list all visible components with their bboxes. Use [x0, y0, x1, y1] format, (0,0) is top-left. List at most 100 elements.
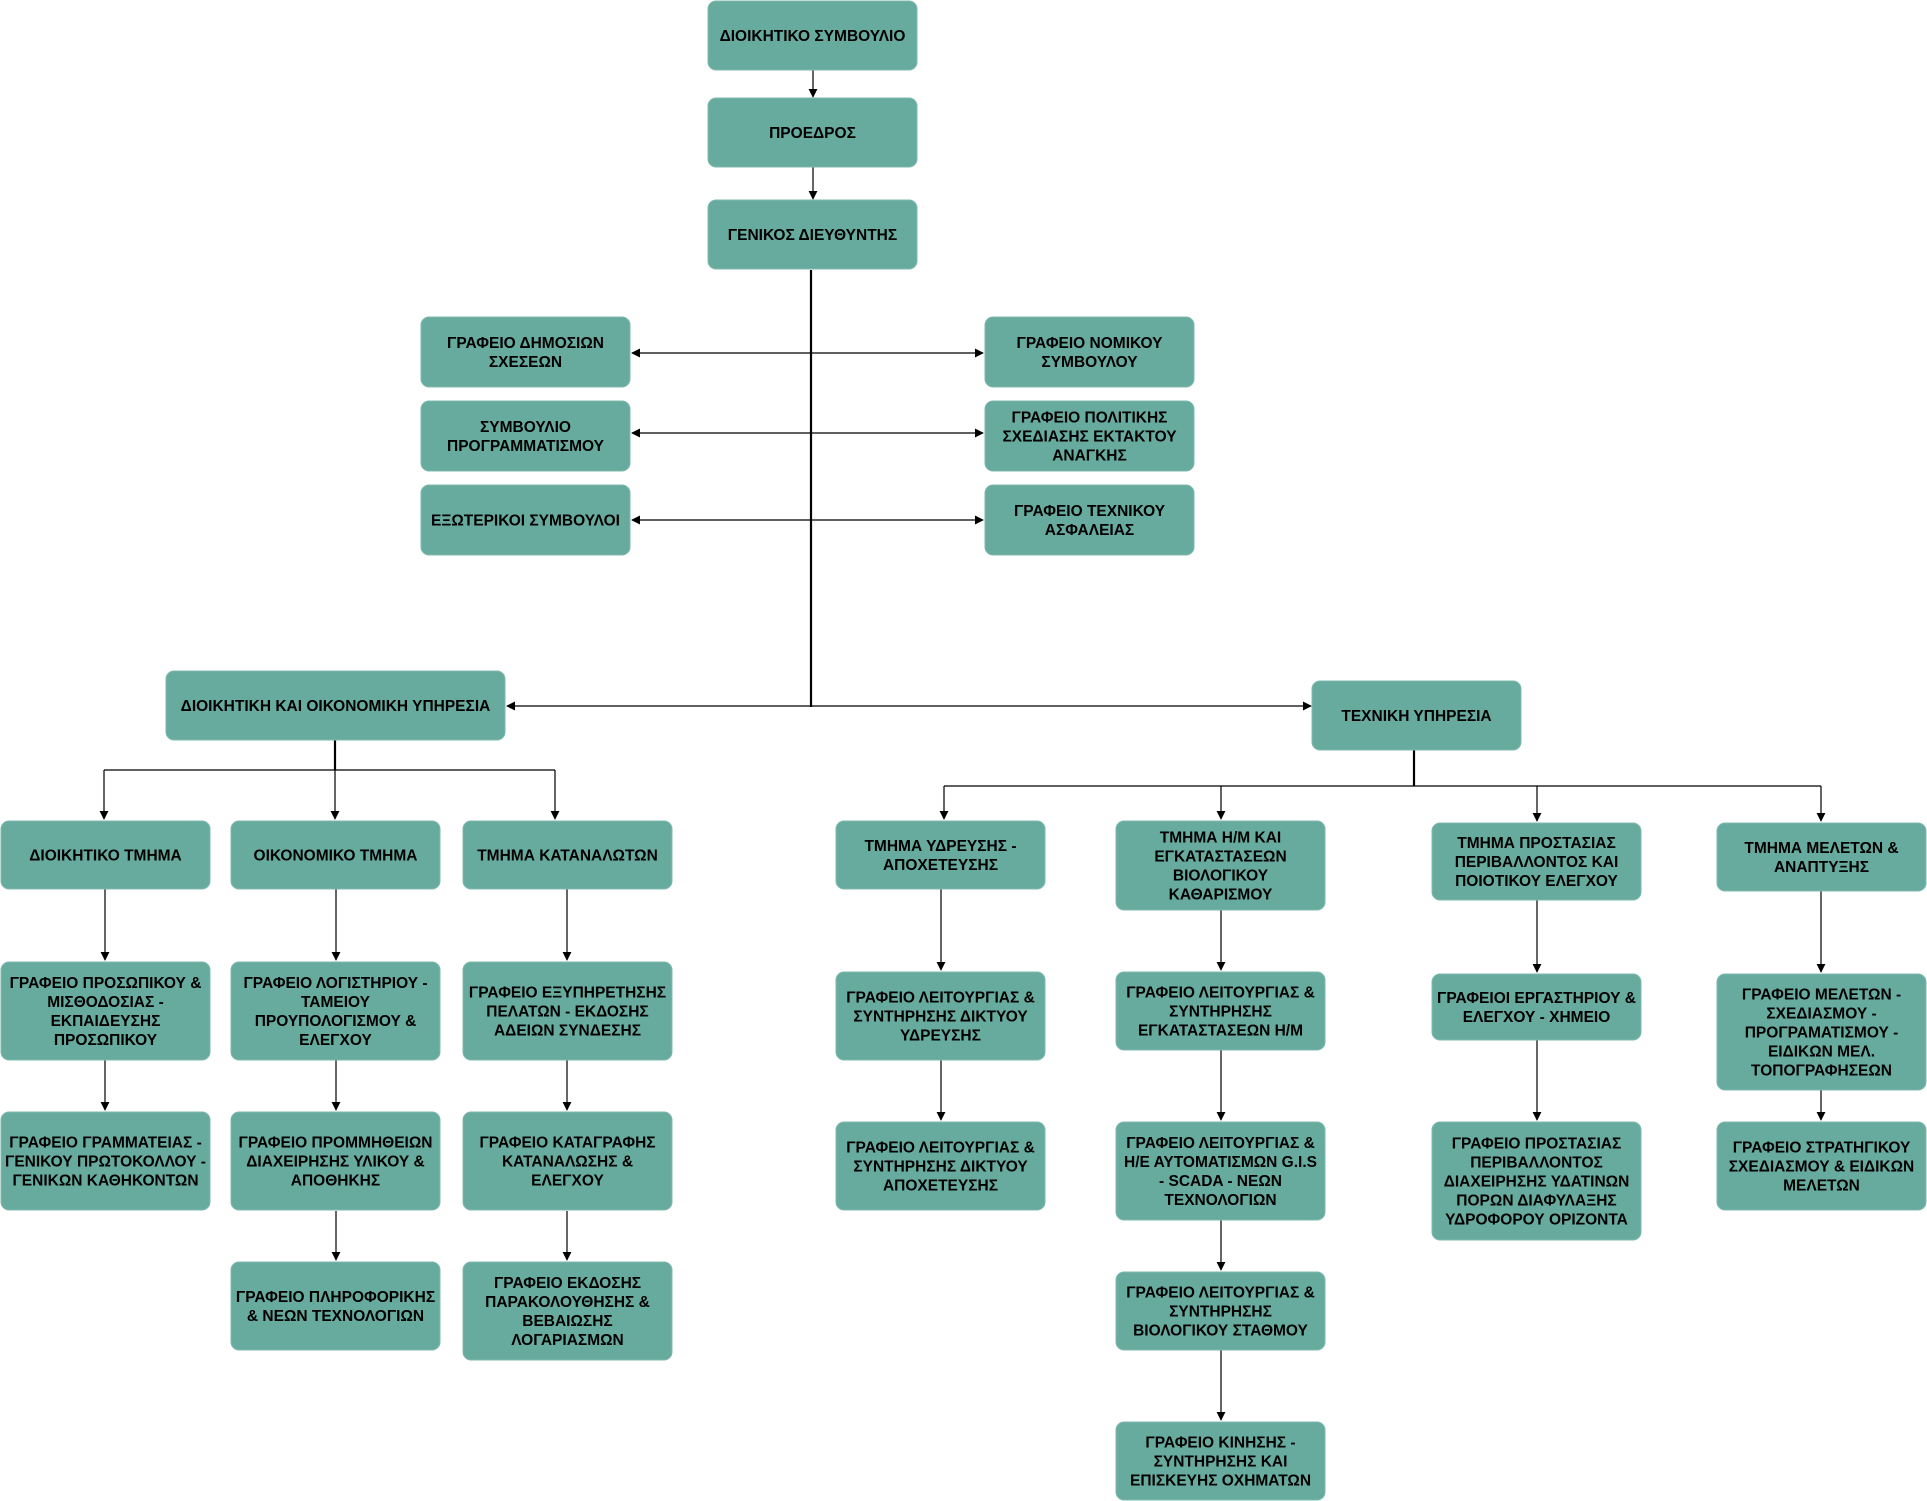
node-external-advisors: ΕΞΩΤΕΡΙΚΟΙ ΣΥΜΒΟΥΛΟΙ [420, 484, 631, 556]
node-admin-dept: ΔΙΟΙΚΗΤΙΚΟ ΤΜΗΜΑ [0, 820, 211, 890]
node-label-line: ΣΥΝΤΗΡΗΣΗΣ ΔΙΚΤΥΟΥ [853, 1159, 1028, 1176]
node-label-line: ΠΕΡΙΒΑΛΛΟΝΤΟΣ [1470, 1155, 1603, 1172]
node-label-line: ΛΟΓΑΡΙΑΣΜΩΝ [511, 1332, 623, 1349]
node-em-installations-office: ΓΡΑΦΕΙΟ ΛΕΙΤΟΥΡΓΙΑΣ &ΣΥΝΤΗΡΗΣΗΣΕΓΚΑΤΑΣΤΑ… [1115, 971, 1326, 1051]
node-secretariat-office: ΓΡΑΦΕΙΟ ΓΡΑΜΜΑΤΕΙΑΣ -ΓΕΝΙΚΟΥ ΠΡΩΤΟΚΟΛΛΟΥ… [0, 1111, 211, 1211]
node-label-line: ΓΕΝΙΚΟΥ ΠΡΩΤΟΚΟΛΛΟΥ - [5, 1154, 206, 1171]
node-em-plants-dept: ΤΜΗΜΑ Η/Μ ΚΑΙΕΓΚΑΤΑΣΤΑΣΕΩΝΒΙΟΛΟΓΙΚΟΥΚΑΘΑ… [1115, 820, 1326, 911]
node-label-line: ΠΡΟΕΔΡΟΣ [769, 125, 856, 142]
node-label-line: ΠΡΟΥΠΟΛΟΓΙΣΜΟΥ & [255, 1013, 417, 1030]
node-label-line: ΕΞΩΤΕΡΙΚΟΙ ΣΥΜΒΟΥΛΟΙ [431, 513, 620, 530]
node-label-line: ΑΣΦΑΛΕΙΑΣ [1045, 522, 1134, 539]
node-box [707, 0, 918, 71]
node-box [230, 1111, 441, 1211]
node-label-line: ΓΕΝΙΚΟΣ ΔΙΕΥΘΥΝΤΗΣ [728, 227, 897, 244]
node-box [0, 1111, 211, 1211]
node-label-line: ΤΜΗΜΑ ΜΕΛΕΤΩΝ & [1744, 840, 1898, 857]
node-vehicles-office: ΓΡΑΦΕΙΟ ΚΙΝΗΣΗΣ -ΣΥΝΤΗΡΗΣΗΣ ΚΑΙΕΠΙΣΚΕΥΗΣ… [1115, 1421, 1326, 1501]
node-box [984, 484, 1195, 556]
node-label-line: - SCADA - ΝΕΩΝ [1159, 1173, 1282, 1190]
node-box [462, 1261, 673, 1361]
node-box [1311, 680, 1522, 751]
node-label-line: ΓΡΑΦΕΙΟ ΛΟΓΙΣΤΗΡΙΟΥ - [243, 975, 427, 992]
node-box [1431, 1121, 1642, 1241]
node-box [1431, 822, 1642, 901]
node-board: ΔΙΟΙΚΗΤΙΚΟ ΣΥΜΒΟΥΛΙΟ [707, 0, 918, 71]
node-personnel-office: ΓΡΑΦΕΙΟ ΠΡΟΣΩΠΙΚΟΥ & ΜΙΣΘΟΔΟΣΙΑΣ - ΕΚΠΑΙΔΕ… [0, 961, 211, 1061]
node-box [707, 97, 918, 168]
node-box [835, 971, 1046, 1061]
node-label-line: ΓΡΑΦΕΙΟ ΠΡΟΣΩΠΙΚΟΥ & [10, 975, 202, 992]
node-label-line: ΔΙΑΧΕΙΡΗΣΗΣ ΥΔΑΤΙΝΩΝ [1444, 1174, 1630, 1191]
node-label-line: ΣΥΝΤΗΡΗΣΗΣ [1169, 1304, 1272, 1321]
node-laboratory-office: ΓΡΑΦΕΙΟΙ ΕΡΓΑΣΤΗΡΙΟΥ &ΕΛΕΓΧΟΥ - ΧΗΜΕΙΟ [1431, 973, 1642, 1041]
node-label-line: ΑΝΑΠΤΥΞΗΣ [1774, 859, 1869, 876]
node-box [1431, 973, 1642, 1041]
node-label-line: ΕΠΙΣΚΕΥΗΣ ΟΧΗΜΑΤΩΝ [1130, 1473, 1311, 1490]
node-label-line: ΠΟΡΩΝ ΔΙΑΦΥΛΑΞΗΣ [1456, 1193, 1616, 1210]
node-label-line: ΤΜΗΜΑ ΚΑΤΑΝΑΛΩΤΩΝ [477, 848, 658, 865]
node-water-resources-office: ΓΡΑΦΕΙΟ ΠΡΟΣΤΑΣΙΑΣΠΕΡΙΒΑΛΛΟΝΤΟΣΔΙΑΧΕΙΡΗΣ… [1431, 1121, 1642, 1241]
node-label-line: ΠΡΟΓΡΑΜΜΑΤΙΣΜΟΥ [447, 438, 605, 455]
node-box [1115, 1271, 1326, 1351]
node-general-director: ΓΕΝΙΚΟΣ ΔΙΕΥΘΥΝΤΗΣ [707, 199, 918, 270]
node-label-line: ΕΓΚΑΤΑΣΤΑΣΕΩΝ Η/Μ [1138, 1023, 1303, 1040]
node-box [1716, 822, 1927, 892]
node-label-line: ΣΧΕΔΙΑΣΗΣ ΕΚΤΑΚΤΟΥ [1002, 429, 1177, 446]
node-label-line: ΤΑΜΕΙΟΥ [301, 994, 371, 1011]
connectors [99, 70, 1826, 1421]
node-label-line: ΓΡΑΦΕΙΟ ΠΡΟΜΜΗΘΕΙΩΝ [239, 1135, 433, 1152]
node-label-line: ΠΕΛΑΤΩΝ - ΕΚΔΟΣΗΣ [486, 1004, 648, 1021]
node-label-line: ΓΡΑΦΕΙΟ ΣΤΡΑΤΗΓΙΚΟΥ [1733, 1140, 1911, 1157]
node-box [1716, 973, 1927, 1091]
node-label-line: ΠΟΙΟΤΙΚΟΥ ΕΛΕΓΧΟΥ [1455, 873, 1618, 890]
node-box [1115, 1121, 1326, 1221]
node-label-line: ΔΙΟΙΚΗΤΙΚΟ ΣΥΜΒΟΥΛΙΟ [720, 28, 906, 45]
node-label-line: ΣΥΜΒΟΥΛΙΟ [480, 419, 571, 436]
node-technical-service: ΤΕΧΝΙΚΗ ΥΠΗΡΕΣΙΑ [1311, 680, 1522, 751]
node-label-line: ΓΡΑΦΕΙΟ ΚΙΝΗΣΗΣ - [1145, 1435, 1295, 1452]
node-label-line: ΤΜΗΜΑ Η/Μ ΚΑΙ [1160, 830, 1281, 847]
node-label-line: ΠΑΡΑΚΟΛΟΥΘΗΣΗΣ & [485, 1294, 650, 1311]
node-label-line: ΓΡΑΦΕΙΟ ΛΕΙΤΟΥΡΓΙΑΣ & [1126, 1135, 1315, 1152]
node-box [420, 316, 631, 388]
node-label-line: ΓΡΑΦΕΙΟ ΛΕΙΤΟΥΡΓΙΑΣ & [1126, 985, 1315, 1002]
node-label-line: ΜΙΣΘΟΔΟΣΙΑΣ - [47, 994, 164, 1011]
node-box [230, 820, 441, 890]
node-label-line: ΤΜΗΜΑ ΥΔΡΕΥΣΗΣ - [864, 838, 1016, 855]
node-label-line: ΓΡΑΦΕΙΟ ΠΛΗΡΟΦΟΡΙΚΗΣ [236, 1289, 435, 1306]
node-label-line: ΔΙΑΧΕΙΡΗΣΗΣ ΥΛΙΚΟΥ & [246, 1154, 425, 1171]
node-label-line: ΤΕΧΝΟΛΟΓΙΩΝ [1164, 1192, 1276, 1209]
node-label-line: ΕΚΠΑΙΔΕΥΣΗΣ [51, 1013, 161, 1030]
node-label-line: ΚΑΘΑΡΙΣΜΟΥ [1169, 887, 1273, 904]
node-box [1115, 820, 1326, 911]
node-box [0, 820, 211, 890]
node-label-line: ΣΥΜΒΟΥΛΟΥ [1041, 354, 1138, 371]
node-label-line: ΓΡΑΦΕΙΟ ΝΟΜΙΚΟΥ [1017, 335, 1164, 352]
node-water-network-office: ΓΡΑΦΕΙΟ ΛΕΙΤΟΥΡΓΙΑΣ &ΣΥΝΤΗΡΗΣΗΣ ΔΙΚΤΥΟΥΥ… [835, 971, 1046, 1061]
node-label-line: ΕΛΕΓΧΟΥ - ΧΗΜΕΙΟ [1463, 1009, 1611, 1026]
node-box [984, 400, 1195, 472]
node-label-line: ΠΡΟΓΡΑΜΑΤΙΣΜΟΥ - [1745, 1025, 1899, 1042]
node-label-line: ΕΛΕΓΧΟΥ [531, 1173, 604, 1190]
node-label-line: ΤΕΧΝΙΚΗ ΥΠΗΡΕΣΙΑ [1341, 708, 1491, 725]
node-label-line: ΓΕΝΙΚΩΝ ΚΑΘΗΚΟΝΤΩΝ [12, 1173, 198, 1190]
node-label-line: ΒΙΟΛΟΓΙΚΟΥ ΣΤΑΘΜΟΥ [1133, 1323, 1308, 1340]
node-label-line: ΠΡΟΣΩΠΙΚΟΥ [54, 1032, 158, 1049]
node-label-line: ΕΛΕΓΧΟΥ [299, 1032, 372, 1049]
node-sewage-network-office: ΓΡΑΦΕΙΟ ΛΕΙΤΟΥΡΓΙΑΣ &ΣΥΝΤΗΡΗΣΗΣ ΔΙΚΤΥΟΥΑ… [835, 1121, 1046, 1211]
node-label-line: ΑΠΟΧΕΤΕΥΣΗΣ [883, 857, 998, 874]
node-label-line: ΓΡΑΦΕΙΟ ΛΕΙΤΟΥΡΓΙΑΣ & [846, 1140, 1035, 1157]
node-box [835, 820, 1046, 890]
node-box [1115, 971, 1326, 1051]
node-box [1115, 1421, 1326, 1501]
node-bio-station-office: ΓΡΑΦΕΙΟ ΛΕΙΤΟΥΡΓΙΑΣ &ΣΥΝΤΗΡΗΣΗΣΒΙΟΛΟΓΙΚΟ… [1115, 1271, 1326, 1351]
node-label-line: ΣΧΕΔΙΑΣΜΟΥ - [1766, 1006, 1876, 1023]
node-box [420, 400, 631, 472]
node-studies-planning-office: ΓΡΑΦΕΙΟ ΜΕΛΕΤΩΝ -ΣΧΕΔΙΑΣΜΟΥ -ΠΡΟΓΡΑΜΑΤΙΣ… [1716, 973, 1927, 1091]
